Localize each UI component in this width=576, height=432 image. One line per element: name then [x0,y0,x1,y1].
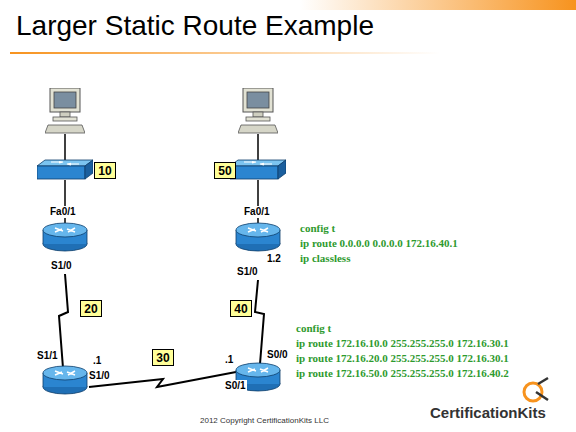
header-bar [300,0,576,10]
interface-name: S1/0 [50,260,73,272]
config-line: config t [300,222,335,235]
interface-name: S1/1 [36,350,59,362]
config-line: config t [296,322,331,335]
ethernet-link [257,134,259,160]
network-number: 10 [98,164,111,178]
network-number: 30 [156,351,169,365]
ethernet-link [64,134,66,160]
logo-text: CertificationKits [430,404,546,422]
interface-name: Fa0/1 [243,206,271,218]
network-number-box: 40 [230,300,252,317]
network-number-box: 10 [94,162,116,179]
copyright-text: 2012 Copyright CertificationKits LLC [200,416,329,426]
network-number-box: 20 [80,300,102,317]
config-line: ip route 172.16.50.0 255.255.255.0 172.1… [296,367,509,380]
serial-link [59,274,68,368]
interface-name: S1/0 [236,266,259,278]
logo-mark [536,378,548,400]
network-number-box: 30 [152,349,174,366]
network-number: 40 [234,302,247,316]
interface-name: S0/1 [224,380,247,392]
switch-icon [37,160,93,179]
ip-address: 1.2 [266,253,282,265]
logo-icon [524,378,548,401]
router-icon [43,366,87,394]
serial-link [89,372,236,387]
network-number: 20 [84,302,97,316]
pc-icon [45,88,85,133]
interface-name: S0/0 [266,349,289,361]
slide-title: Larger Static Route Example [16,10,374,42]
ip-address: .1 [92,355,102,367]
config-line: ip route 0.0.0.0 0.0.0.0 172.16.40.1 [300,237,458,250]
interface-name: Fa0/1 [49,206,77,218]
network-number: 50 [218,164,231,178]
serial-link [255,280,264,364]
ip-address: .1 [224,354,234,366]
interface-name: S1/0 [88,370,111,382]
config-line: ip route 172.16.10.0 255.255.255.0 172.1… [296,337,509,350]
network-number-box: 50 [214,162,236,179]
config-line: ip classless [300,252,350,265]
router-icon [43,223,87,251]
logo-ring [524,383,542,401]
switch-icon [230,160,286,179]
pc-icon [238,88,278,133]
title-underline [10,52,440,54]
router-icon [236,223,280,251]
config-line: ip route 172.16.20.0 255.255.255.0 172.1… [296,352,509,365]
